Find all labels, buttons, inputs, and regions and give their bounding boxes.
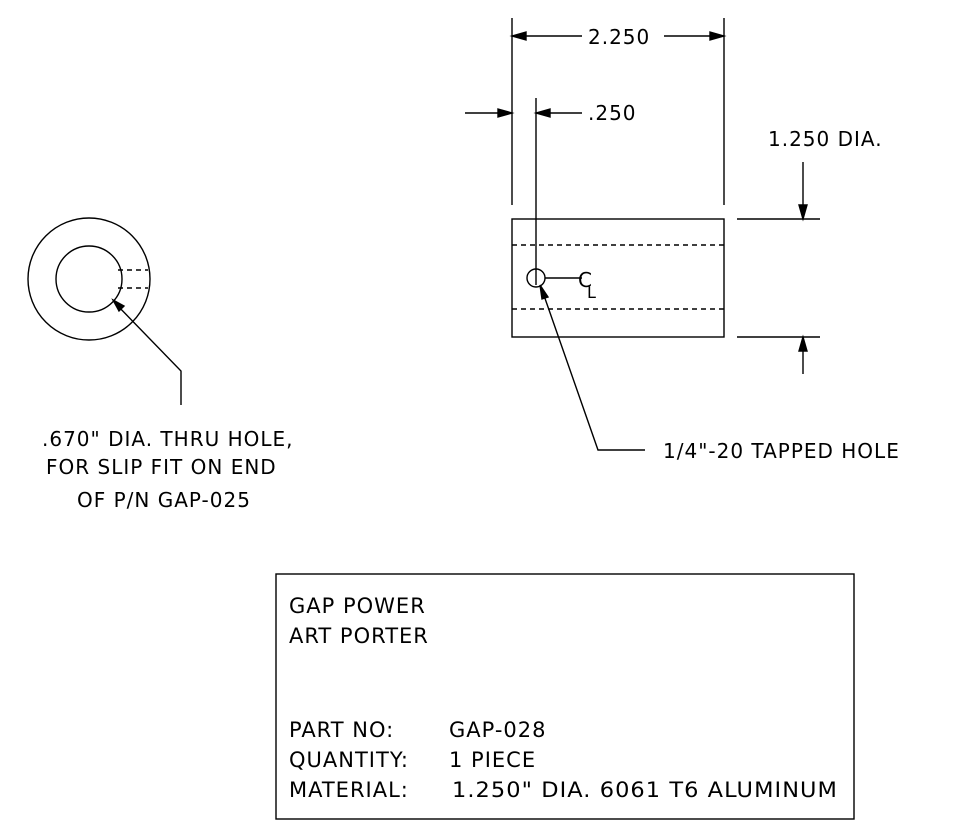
dimension-hole-offset: .250	[465, 101, 637, 125]
thru-hole-note-line-2: FOR SLIP FIT ON END	[46, 455, 277, 479]
title-block-part-no-label: PART NO:	[289, 718, 394, 742]
dimension-arrowhead-left	[509, 31, 527, 41]
tapped-hole-leader: 1/4"-20 TAPPED HOLE	[539, 284, 900, 463]
centerline-symbol: C	[578, 268, 593, 292]
centerline-subscript: L	[587, 283, 597, 302]
title-block-company: GAP POWER	[289, 594, 426, 618]
title-block-part-no-value: GAP-028	[449, 718, 547, 742]
title-block-drawn-by: ART PORTER	[289, 624, 429, 648]
dimension-diameter: 1.250 DIA.	[737, 127, 883, 374]
dimension-overall-length: 2.250	[509, 18, 727, 205]
offset-arrowhead-left	[497, 108, 515, 118]
thru-hole-note-line-1: .670" DIA. THRU HOLE,	[42, 427, 294, 451]
end-view	[27, 217, 182, 405]
tapped-hole-note: 1/4"-20 TAPPED HOLE	[663, 439, 900, 463]
side-view: C L	[511, 98, 725, 338]
title-block: GAP POWER ART PORTER PART NO: GAP-028 QU…	[275, 573, 855, 820]
tapped-hole-leader-arrowhead	[539, 284, 550, 300]
title-block-material-value: 1.250" DIA. 6061 T6 ALUMINUM	[452, 778, 838, 802]
side-view-body	[511, 218, 725, 338]
tapped-hole-leader-line	[540, 286, 645, 451]
thru-hole-leader-arrowhead	[111, 298, 126, 313]
diameter-arrowhead-top	[798, 204, 808, 222]
dimension-hole-offset-value: .250	[588, 101, 637, 125]
offset-arrowhead-right	[533, 108, 551, 118]
title-block-quantity-label: QUANTITY:	[289, 748, 409, 772]
title-block-border	[275, 573, 855, 820]
end-view-outer-circle	[27, 217, 151, 341]
dimension-arrowhead-right	[709, 31, 727, 41]
title-block-quantity-value: 1 PIECE	[449, 748, 536, 772]
diameter-arrowhead-bottom	[798, 334, 808, 352]
title-block-material-label: MATERIAL:	[289, 778, 409, 802]
dimension-overall-length-value: 2.250	[588, 25, 650, 49]
end-view-thru-hole	[55, 245, 123, 313]
thru-hole-leader	[114, 302, 182, 405]
thru-hole-note-line-3: OF P/N GAP-025	[77, 488, 251, 512]
dimension-diameter-value: 1.250 DIA.	[768, 127, 883, 151]
